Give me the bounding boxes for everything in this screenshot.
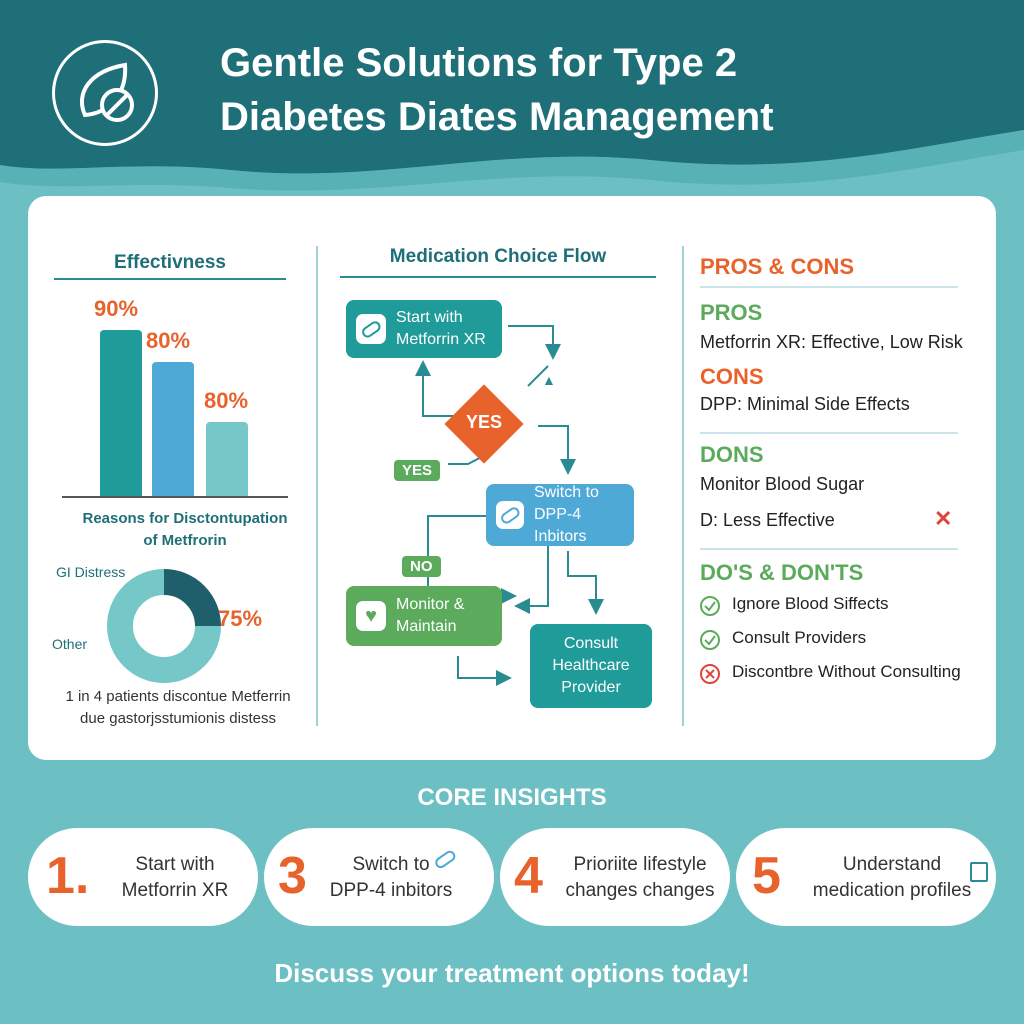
dos-item-3: Discontbre Without Consulting: [732, 662, 961, 681]
effectiveness-bar: [206, 422, 248, 496]
insight-card-2: 3 Switch to DPP-4 inbitors: [264, 828, 494, 926]
dos-item-2: Consult Providers: [732, 628, 867, 647]
insight-number: 3: [278, 847, 307, 905]
divider-line: [700, 286, 958, 288]
leaf-pill-logo-icon: [52, 40, 158, 146]
effectiveness-bar: [152, 362, 194, 496]
dos-item-1: Ignore Blood Siffects: [732, 594, 889, 613]
flow-switch-node: Switch to DPP-4 Inbitors: [486, 484, 634, 546]
underline: [340, 276, 656, 278]
insight-card-3: 4 Prioriite lifestyle changes changes: [500, 828, 730, 926]
switch-line-1: Switch to: [534, 484, 599, 501]
cons-heading: CONS: [700, 364, 764, 389]
monitor-line-1: Monitor &: [396, 596, 465, 613]
flow-title: Medication Choice Flow: [389, 246, 607, 267]
donut-label-pct: 75%: [218, 606, 263, 631]
title-line-1: Gentle Solutions for Type 2: [220, 41, 738, 85]
pill-icon: [432, 846, 458, 877]
insight-line-2: DPP-4 inbitors: [329, 880, 453, 901]
check-icon: [700, 630, 720, 650]
insight-number: 5: [752, 847, 781, 905]
insight-line-1: Switch to: [352, 854, 430, 875]
underline: [54, 278, 286, 280]
donut-caption: 1 in 4 patients discontue Metferrin due …: [42, 686, 314, 730]
insights-title: CORE INSIGHTS: [417, 784, 607, 811]
start-line-1: Start with: [396, 309, 463, 326]
page-title: Gentle Solutions for Type 2 Diabetes Dia…: [220, 36, 980, 144]
decision-label: YES: [465, 412, 503, 432]
footer-cta: Discuss your treatment options today!: [274, 958, 750, 988]
pros-heading: PROS: [700, 300, 763, 325]
donut-title-line-2: of Metfrorin: [143, 532, 227, 549]
effectiveness-title: Effectivness: [114, 252, 226, 273]
donut-slice: [107, 569, 221, 683]
consult-line-3: Provider: [561, 679, 621, 696]
pill-icon: [356, 314, 386, 344]
insight-card-4: 5 Understand medication profiles: [736, 828, 996, 926]
title-line-2: Diabetes Diates Management: [220, 95, 774, 139]
insight-line-1: Prioriite lifestyle: [573, 854, 707, 875]
header: Gentle Solutions for Type 2 Diabetes Dia…: [0, 0, 1024, 200]
insight-line-1: Understand: [842, 854, 942, 875]
caption-line-2: due gastorjsstumionis distess: [80, 710, 276, 727]
divider-line: [700, 548, 958, 550]
insight-text: Understand medication profiles: [802, 852, 982, 904]
insight-line-2: Metforrin XR: [121, 880, 229, 901]
cons-text: DPP: Minimal Side Effects: [700, 394, 910, 414]
insight-text: Start with Metforrin XR: [110, 852, 240, 904]
no-tag: NO: [402, 556, 441, 577]
start-line-2: Metforrin XR: [396, 331, 486, 348]
caption-line-1: 1 in 4 patients discontue Metferrin: [65, 688, 291, 705]
dons-text-1: Monitor Blood Sugar: [700, 474, 865, 494]
pros-text: Metforrin XR: Effective, Low Risk: [700, 332, 963, 352]
pill-marker-icon: ▲: [542, 372, 556, 388]
chart-baseline: [62, 496, 288, 498]
yes-tag: YES: [394, 460, 441, 481]
header-wave: [0, 0, 1024, 191]
monitor-line-2: Maintain: [396, 618, 457, 635]
divider: [682, 246, 684, 726]
check-icon: [700, 596, 720, 616]
main-panel: Effectivness 90% 80% 80% Reasons for Disct…: [28, 196, 996, 760]
flow-monitor-node: ♥ Monitor & Maintain: [346, 586, 502, 646]
switch-line-2: DPP-4 Inbitors: [534, 506, 587, 545]
cross-icon: ✕: [934, 506, 953, 531]
bar-value-label: 80%: [204, 388, 249, 413]
insight-line-2: medication profiles: [812, 880, 972, 901]
donut-label-gi: GI Distress: [56, 564, 126, 580]
bar-value-label: 90%: [94, 296, 139, 321]
clipboard-icon: [970, 862, 988, 882]
donut-chart: [107, 569, 221, 683]
divider-line: [700, 432, 958, 434]
insight-line-2: changes changes: [565, 880, 715, 901]
effectiveness-bar: [100, 330, 142, 496]
insight-card-1: 1. Start with Metforrin XR: [28, 828, 258, 926]
donut-title-line-1: Reasons for Disctontupation: [82, 510, 288, 527]
dons-text-2: D: Less Effective: [700, 510, 835, 530]
donut-slice: [163, 569, 221, 627]
pill-icon: [496, 501, 524, 529]
consult-line-2: Healthcare: [552, 657, 630, 674]
insight-text: Switch to DPP-4 inbitors: [326, 852, 456, 904]
dons-heading: DONS: [700, 442, 764, 467]
heart-icon: ♥: [356, 601, 386, 631]
flow-arrows: [415, 325, 604, 686]
consult-line-1: Consult: [563, 635, 619, 652]
proscons-title: PROS & CONS: [700, 254, 855, 279]
insight-line-1: Start with: [135, 854, 215, 875]
donut-title: Reasons for Disctontupation of Metfrorin: [50, 508, 320, 552]
insight-text: Prioriite lifestyle changes changes: [562, 852, 718, 904]
insight-number: 4: [514, 847, 543, 905]
insight-number: 1.: [46, 847, 90, 905]
donut-label-other: Other: [52, 636, 88, 652]
dos-donts-heading: DO'S & DON'TS: [700, 560, 864, 585]
x-circle-icon: [700, 664, 720, 684]
bar-value-label: 80%: [146, 328, 191, 353]
divider: [316, 246, 318, 726]
